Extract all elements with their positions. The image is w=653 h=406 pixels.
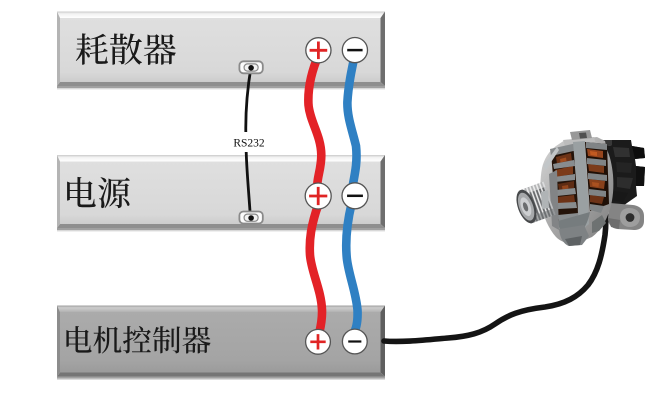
svg-text:RS232: RS232 (233, 138, 265, 150)
